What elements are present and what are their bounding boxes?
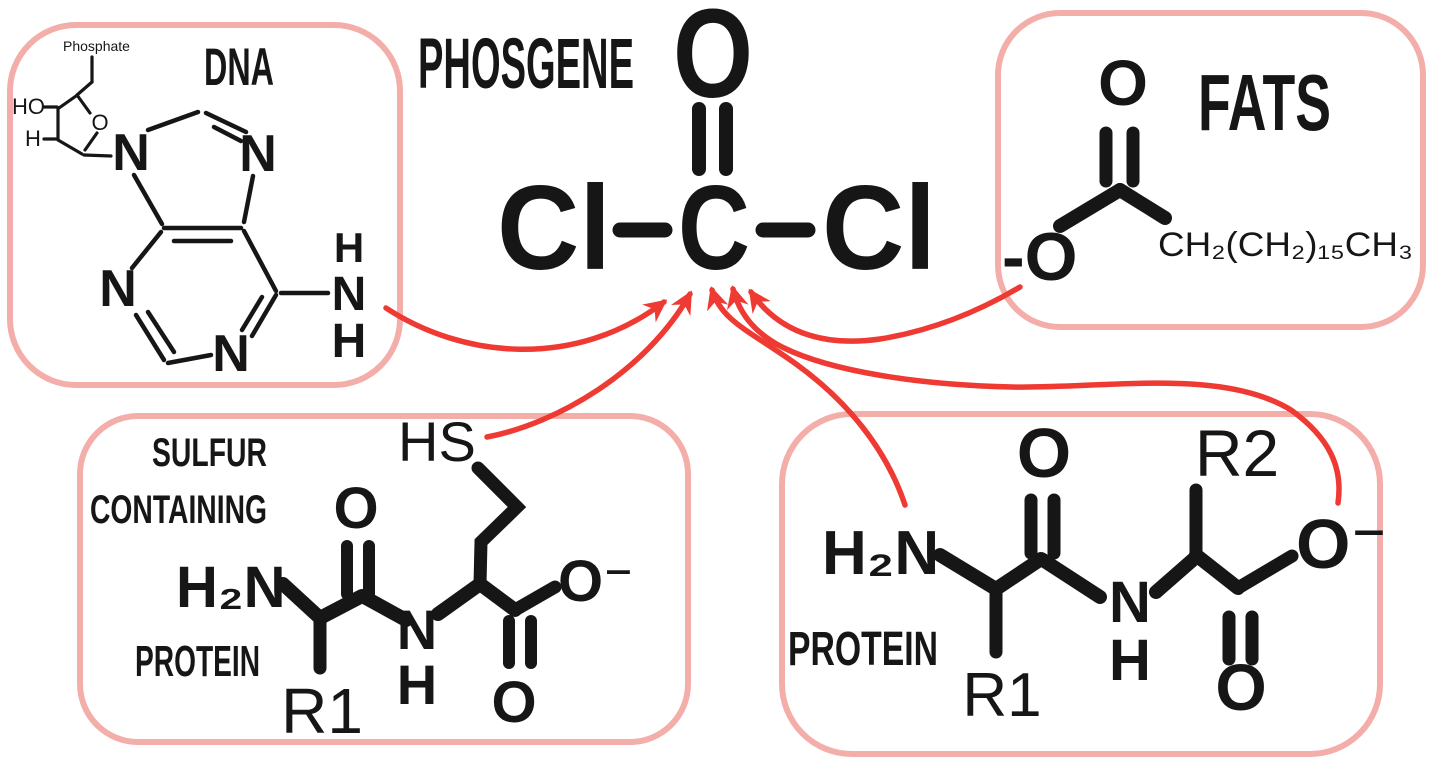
fat-alkyl-chain-label: CH₂(CH₂)₁₅CH₃ <box>1158 226 1413 264</box>
phosgene-title: PHOSGENE <box>418 25 634 104</box>
adenine-n9-label: N <box>112 124 150 182</box>
phosgene-chlorine-left-label: Cl <box>497 161 611 295</box>
amine-h-top-label: H <box>334 224 364 271</box>
phosgene-double-bond <box>692 102 733 176</box>
cysteine-peptide-bonds <box>276 461 562 675</box>
protein-r2-label: R2 <box>1195 416 1279 490</box>
dna-box-outline <box>7 22 403 388</box>
sugar-hydrogen-label: H <box>25 126 41 151</box>
phosgene-chlorine-right-label: Cl <box>822 161 936 295</box>
fats-box: FATS O -O CH₂(CH₂)₁₅CH₃ <box>995 10 1426 330</box>
reaction-arrows <box>383 284 1342 508</box>
protein-box-outline <box>779 411 1383 757</box>
sulfur-title-line3: PROTEIN <box>135 637 260 686</box>
phosphate-label: Phosphate <box>63 38 130 54</box>
protein-carboxylate-oxygen-label: O⁻ <box>1296 505 1387 583</box>
sulfur-protein-box: SULFUR CONTAINING PROTEIN HS H₂N O R1 N … <box>77 410 691 747</box>
adenine-n3-label: N <box>99 260 137 318</box>
protein-box: PROTEIN H₂N O R1 N H R2 O⁻ O <box>779 411 1387 757</box>
sugar-hydroxyl-label: HO <box>12 94 45 119</box>
fat-ester-oxygen-label: -O <box>1002 219 1078 295</box>
protein-carboxyl-oxygen-label: O <box>1215 650 1266 724</box>
phosgene-structure: PHOSGENE O Cl C Cl <box>418 0 936 295</box>
sulfur-carboxylate-oxygen-label: O⁻ <box>558 549 634 614</box>
sulfur-r1-label: R1 <box>281 675 363 747</box>
sulfur-carbonyl-oxygen-label: O <box>333 476 378 541</box>
protein-peptide-bonds <box>933 483 1299 666</box>
arrow-thiol-to-phosgene <box>484 290 693 440</box>
adenine-n7-label: N <box>239 125 277 183</box>
sulfur-protein-box-outline <box>77 413 691 745</box>
protein-amine-label: H₂N <box>822 519 939 588</box>
sulfur-amide-n-label: N <box>397 598 437 661</box>
sulfur-amine-label: H₂N <box>176 555 286 620</box>
fats-box-outline <box>995 10 1426 330</box>
dna-box: DNA Phosphate HO H O <box>7 22 403 388</box>
fat-carbonyl-oxygen-label: O <box>1098 47 1148 119</box>
sulfur-title-line2: CONTAINING <box>90 488 267 532</box>
sulfur-title-line1: SULFUR <box>152 431 267 475</box>
arrow-dna-amine-to-phosgene <box>383 299 668 352</box>
phosgene-oxygen-label: O <box>673 0 753 124</box>
fat-carboxylate-bonds <box>1053 126 1172 233</box>
sulfur-carboxyl-oxygen-label: O <box>491 670 536 735</box>
arrow-fat-oxygen-to-phosgene <box>748 284 1023 344</box>
amine-h-bottom-label: H <box>332 315 367 368</box>
protein-r1-label: R1 <box>962 661 1041 730</box>
deoxyribose-sugar-bonds <box>42 55 113 158</box>
arrow-protein-amine-to-phosgene <box>707 286 908 508</box>
thiol-label: HS <box>398 410 476 473</box>
dna-title: DNA <box>204 38 274 97</box>
fats-title: FATS <box>1198 58 1331 147</box>
amine-n-label: N <box>332 268 367 321</box>
protein-amide-n-label: N <box>1109 570 1151 635</box>
protein-amide-h-label: H <box>1109 628 1151 693</box>
phosgene-carbon-label: C <box>678 161 750 295</box>
adenine-n1-label: N <box>212 325 250 383</box>
arrow-protein-carboxylate-to-phosgene <box>726 285 1342 506</box>
sugar-ring-oxygen-label: O <box>91 110 108 135</box>
adenine-ring-bonds <box>129 109 331 366</box>
protein-carbonyl-oxygen-label: O <box>1017 414 1071 492</box>
sulfur-amide-h-label: H <box>397 653 437 716</box>
protein-title: PROTEIN <box>788 623 938 676</box>
